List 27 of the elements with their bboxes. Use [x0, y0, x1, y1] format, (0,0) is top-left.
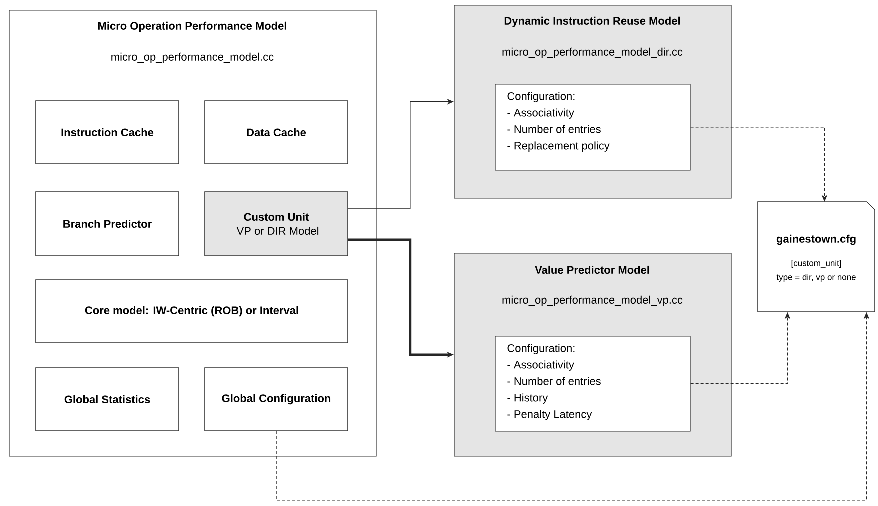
- node-label: - Associativity: [508, 360, 574, 371]
- unit-box: Global Statistics: [36, 368, 180, 432]
- node-label: - Associativity: [508, 108, 574, 119]
- config-list: Configuration: - Associativity - Number of entries - Replacement policy: [508, 92, 610, 152]
- node-label: - Replacement policy: [508, 142, 610, 152]
- node-label: - Penalty Latency: [508, 410, 592, 420]
- file-name: micro_op_performance_model_vp.cc: [502, 296, 683, 306]
- file-title: gainestown.cfg: [776, 234, 856, 246]
- unit-box: Core model: IW-Centric (ROB) or Interval: [36, 280, 348, 344]
- node-label: Configuration:: [508, 344, 575, 354]
- node-label: - Number of entries: [508, 377, 601, 386]
- unit-box: Custom Unit VP or DIR Model: [204, 192, 348, 256]
- file-name: micro_op_performance_model_dir.cc: [502, 48, 683, 58]
- module-title: Value Predictor Model: [535, 266, 650, 274]
- module-title: Dynamic Instruction Reuse Model: [504, 16, 680, 28]
- config-line: type = dir, vp or none: [776, 274, 856, 282]
- module-title: Micro Operation Performance Model: [98, 22, 286, 32]
- config-line: [custom_unit]: [792, 260, 842, 268]
- unit-box: Instruction Cache: [36, 100, 180, 164]
- node-label: Configuration:: [508, 92, 575, 102]
- node-label: - History: [508, 394, 548, 404]
- unit-box: Global Configuration: [204, 368, 348, 432]
- node-label: - Number of entries: [508, 125, 601, 134]
- unit-box: Data Cache: [204, 100, 348, 164]
- config-list: Configuration: - Associativity - Number of entries - History - Penalty Latency: [508, 344, 601, 420]
- unit-box: Branch Predictor: [36, 192, 180, 256]
- file-name: micro_op_performance_model.cc: [112, 52, 274, 64]
